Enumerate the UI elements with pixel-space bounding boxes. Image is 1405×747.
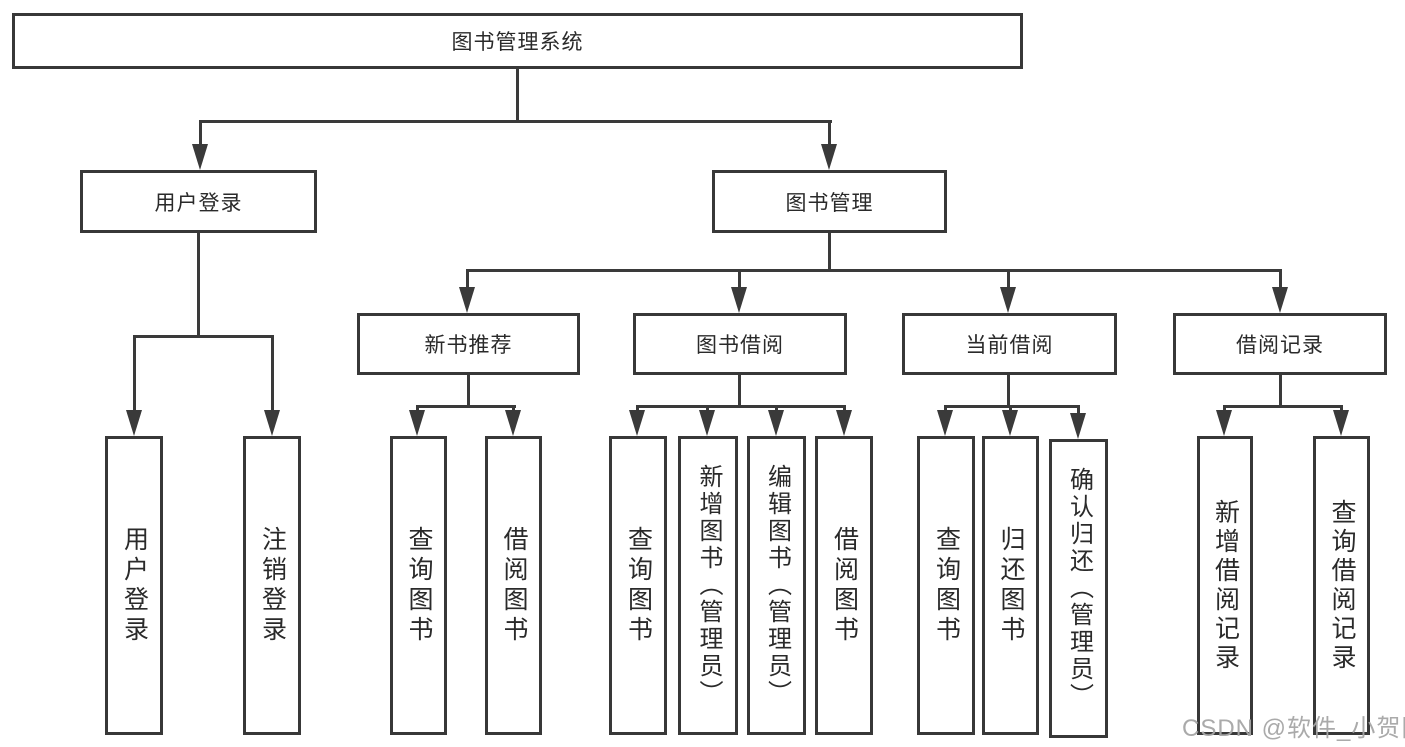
- arrow-down-icon: [126, 410, 142, 436]
- leaf-borrow-borrow-label: 借阅图书: [830, 525, 859, 646]
- leaf-newbook-query-label: 查询图书: [405, 525, 433, 646]
- leaf-current-return-label: 归还图书: [997, 525, 1025, 646]
- arrow-down-icon: [1216, 410, 1232, 436]
- leaf-current-query: 查询图书: [917, 436, 975, 735]
- leaf-logout: 注销登录: [243, 436, 301, 735]
- connector-records-drop-1: [1223, 405, 1226, 414]
- arrow-down-icon: [937, 410, 953, 436]
- csdn-watermark: CSDN @软件_小贺同学: [1182, 715, 1405, 742]
- connector-userlogin-drop-2: [271, 335, 274, 413]
- arrow-down-icon: [731, 287, 747, 313]
- arrow-down-icon: [821, 144, 837, 170]
- leaf-borrow-edit-admin: 编辑图书（管理员）: [747, 436, 806, 735]
- connector-userlogin-drop-1: [133, 335, 136, 413]
- connector-bookmgmt-drop-4: [1279, 269, 1282, 290]
- arrow-down-icon: [629, 410, 645, 436]
- connector-root-branch: [199, 120, 832, 123]
- connector-root-drop-left: [199, 120, 202, 146]
- connector-borrow-drop-4: [843, 405, 846, 414]
- node-book-borrow: 图书借阅: [633, 313, 847, 375]
- connector-records-drop-2: [1340, 405, 1343, 414]
- connector-current-branch: [944, 405, 1080, 408]
- connector-newbook-branch: [416, 405, 516, 408]
- arrow-down-icon: [768, 410, 784, 436]
- leaf-user-login-label: 用户登录: [120, 525, 149, 646]
- connector-bookmgmt-drop-1: [466, 269, 469, 290]
- leaf-records-query-label: 查询借阅记录: [1328, 498, 1356, 673]
- connector-root-drop-right: [828, 120, 831, 146]
- node-user-login: 用户登录: [80, 170, 317, 233]
- connector-userlogin-branch: [133, 335, 274, 338]
- arrow-down-icon: [1272, 287, 1288, 313]
- node-borrow-records: 借阅记录: [1173, 313, 1387, 375]
- leaf-logout-label: 注销登录: [258, 525, 287, 646]
- leaf-borrow-edit-admin-label: 编辑图书（管理员）: [763, 464, 791, 707]
- arrow-down-icon: [1333, 410, 1349, 436]
- node-root: 图书管理系统: [12, 13, 1023, 69]
- connector-current-stem: [1007, 375, 1010, 408]
- arrow-down-icon: [459, 287, 475, 313]
- node-book-borrow-label: 图书借阅: [696, 334, 784, 357]
- connector-bookmgmt-drop-3: [1007, 269, 1010, 290]
- arrow-down-icon: [1070, 413, 1086, 439]
- node-current-borrow: 当前借阅: [902, 313, 1117, 375]
- arrow-down-icon: [192, 144, 208, 170]
- leaf-current-query-label: 查询图书: [932, 525, 961, 646]
- connector-userlogin-stem: [197, 233, 200, 338]
- node-user-login-label: 用户登录: [154, 191, 243, 215]
- arrow-down-icon: [264, 410, 280, 436]
- leaf-newbook-query: 查询图书: [390, 436, 447, 735]
- arrow-down-icon: [836, 410, 852, 436]
- leaf-borrow-borrow: 借阅图书: [815, 436, 873, 735]
- leaf-records-add-label: 新增借阅记录: [1211, 498, 1240, 673]
- arrow-down-icon: [1000, 287, 1016, 313]
- connector-records-branch: [1223, 405, 1343, 408]
- node-borrow-records-label: 借阅记录: [1236, 334, 1324, 357]
- connector-current-drop-2: [1009, 405, 1012, 414]
- node-current-borrow-label: 当前借阅: [965, 334, 1054, 357]
- leaf-borrow-add-admin: 新增图书（管理员）: [678, 436, 738, 735]
- leaf-borrow-query: 查询图书: [609, 436, 667, 735]
- leaf-current-confirm-admin-label: 确认归还（管理员）: [1065, 467, 1093, 710]
- leaf-borrow-add-admin-label: 新增图书（管理员）: [695, 464, 722, 707]
- connector-current-drop-1: [944, 405, 947, 414]
- leaf-records-query: 查询借阅记录: [1313, 436, 1370, 735]
- leaf-borrow-query-label: 查询图书: [624, 525, 653, 646]
- leaf-records-add: 新增借阅记录: [1197, 436, 1253, 735]
- connector-borrow-stem: [738, 375, 741, 408]
- connector-records-stem: [1279, 375, 1282, 408]
- leaf-newbook-borrow: 借阅图书: [485, 436, 542, 735]
- connector-newbook-drop-2: [512, 405, 515, 414]
- connector-borrow-drop-1: [636, 405, 639, 414]
- connector-current-drop-3: [1077, 405, 1080, 414]
- connector-newbook-stem: [467, 375, 470, 408]
- arrow-down-icon: [699, 410, 715, 436]
- node-book-management-label: 图书管理: [785, 191, 874, 215]
- leaf-newbook-borrow-label: 借阅图书: [500, 525, 528, 646]
- leaf-current-return: 归还图书: [982, 436, 1039, 735]
- node-new-book-recommend: 新书推荐: [357, 313, 580, 375]
- connector-bookmgmt-stem: [828, 233, 831, 272]
- leaf-user-login: 用户登录: [105, 436, 163, 735]
- connector-borrow-drop-2: [706, 405, 709, 414]
- arrow-down-icon: [1002, 410, 1018, 436]
- connector-borrow-branch: [636, 405, 846, 408]
- node-book-management: 图书管理: [712, 170, 947, 233]
- node-new-book-recommend-label: 新书推荐: [424, 334, 513, 357]
- arrow-down-icon: [505, 410, 521, 436]
- connector-newbook-drop-1: [416, 405, 419, 414]
- connector-borrow-drop-3: [775, 405, 778, 414]
- connector-root-stem: [516, 69, 519, 122]
- leaf-current-confirm-admin: 确认归还（管理员）: [1049, 439, 1108, 738]
- arrow-down-icon: [409, 410, 425, 436]
- node-root-label: 图书管理系统: [451, 31, 584, 54]
- connector-bookmgmt-branch: [466, 269, 1281, 272]
- connector-bookmgmt-drop-2: [738, 269, 741, 290]
